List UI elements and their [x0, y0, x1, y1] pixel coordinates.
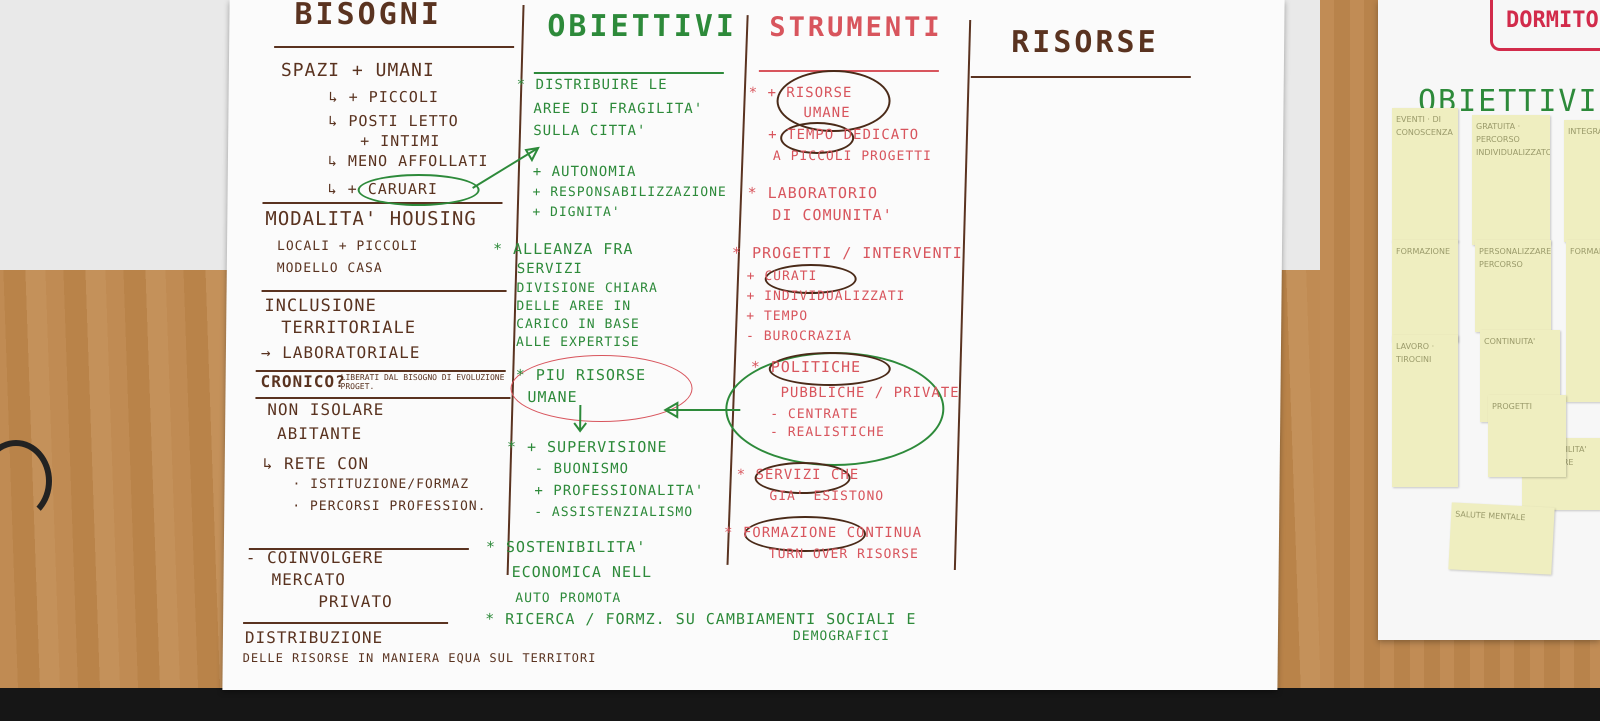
arrow-caruari-to-obiettivi: [472, 146, 540, 189]
strumenti-line: + INDIVIDUALIZZATI: [746, 289, 906, 304]
obiettivi-line: + RESPONSABILIZZAZIONE: [532, 185, 727, 200]
sticky-note: FORMARE: [1566, 240, 1600, 402]
obiettivi-line: DEMOGRAFICI: [792, 629, 891, 644]
arrow-politiche-to-risorse: [663, 401, 741, 419]
strumenti-line: * LABORATORIO: [747, 184, 879, 202]
cronico-note: LIBERATI DAL BISOGNO DI EVOLUZIONE PROGE…: [340, 373, 505, 391]
strumenti-line: - CENTRATE: [770, 407, 859, 422]
bisogni-line: ↳ RETE CON: [262, 454, 370, 473]
strumenti-line: PUBBLICHE / PRIVATE: [780, 385, 960, 401]
bisogni-line: · ISTITUZIONE/FORMAZ: [292, 477, 470, 492]
underline-obiettivi: [533, 72, 724, 74]
title-strumenti: STRUMENTI: [769, 12, 943, 43]
strumenti-line: + TEMPO DEDICATO: [768, 127, 920, 143]
divider-3: [953, 20, 972, 570]
obiettivi-line: + PROFESSIONALITA': [534, 483, 705, 499]
bisogni-line: TERRITORIALE: [281, 318, 417, 338]
sticky-note: INTEGRAZIONE: [1564, 120, 1600, 242]
strumenti-line: DI COMUNITA': [772, 206, 893, 224]
obiettivi-line: AUTO PROMOTA: [515, 591, 622, 606]
strumenti-line: UMANE: [803, 105, 851, 121]
sep-6: [243, 622, 449, 624]
strumenti-line: - BUROCRAZIA: [746, 329, 853, 344]
bisogni-line: - COINVOLGERE: [245, 548, 385, 567]
bisogni-line: LOCALI + PICCOLI: [276, 239, 419, 254]
main-poster: BISOGNI OBIETTIVI STRUMENTI RISORSE SPAZ…: [222, 0, 1285, 690]
strumenti-line: TURN OVER RISORSE: [768, 547, 919, 562]
arrow-risorse-down: [573, 405, 587, 433]
obiettivi-line: UMANE: [527, 388, 578, 406]
bisogni-line: → LABORATORIALE: [260, 343, 421, 362]
title-obiettivi: OBIETTIVI: [547, 9, 738, 44]
bisogni-line: ↳ POSTI LETTO: [328, 112, 459, 130]
obiettivi-line: - ASSISTENZIALISMO: [534, 505, 694, 520]
obiettivi-line: * PIU RISORSE: [515, 366, 647, 384]
strumenti-line: GIA' ESISTONO: [769, 489, 885, 504]
sticky-note: PROGETTI: [1488, 395, 1566, 477]
sticky-note: EVENTI · DI CONOSCENZA: [1392, 108, 1458, 242]
bisogni-line: ↳ + PICCOLI: [328, 88, 440, 106]
strumenti-line: A PICCOLI PROGETTI: [772, 149, 932, 164]
obiettivi-line: DIVISIONE CHIARA: [516, 281, 658, 296]
underline-bisogni: [274, 46, 515, 48]
bisogni-line: NON ISOLARE: [267, 400, 385, 419]
strumenti-line: - REALISTICHE: [770, 425, 885, 440]
bisogni-line: DISTRIBUZIONE: [244, 628, 384, 647]
bisogni-line: SPAZI + UMANI: [280, 60, 435, 81]
title-risorse: RISORSE: [1010, 25, 1159, 60]
obiettivi-line: * + SUPERVISIONE: [506, 438, 668, 456]
obiettivi-line: ECONOMICA nell: [511, 563, 653, 581]
title-bisogni: BISOGNI: [294, 0, 443, 32]
bisogni-line: DELLE RISORSE IN MANIERA EQUA SUL TERRIT…: [242, 651, 597, 665]
strumenti-line: * PROGETTI / INTERVENTI: [731, 244, 963, 262]
obiettivi-line: AREE DI FRAGILITA': [533, 101, 704, 117]
obiettivi-line: + AUTONOMIA: [532, 164, 637, 180]
obiettivi-line: - BUONISMO: [534, 461, 630, 477]
strumenti-line: * + RISORSE: [748, 85, 853, 101]
obiettivi-line: * SOSTENIBILITA': [485, 538, 647, 556]
bisogni-line: · PERCORSI PROFESSION.: [292, 499, 487, 514]
obiettivi-line: * DISTRIBUIRE LE: [516, 77, 668, 93]
obiettivi-line: * ALLEANZA FRA: [492, 240, 634, 258]
sticky-note: GRATUITA · PERCORSO INDIVIDUALIZZATO: [1472, 115, 1550, 245]
sticky-note: PERSONALIZZARE PERCORSO: [1475, 240, 1551, 332]
strumenti-line: * SERVIZI CHE: [736, 467, 860, 483]
bisogni-line: MODALITA' HOUSING: [265, 208, 477, 230]
strumenti-line: * FORMAZIONE CONTINUA: [723, 525, 923, 541]
oval-caruari: [357, 174, 480, 206]
sticky-note: FORMAZIONE: [1392, 240, 1458, 342]
sticky-note: SALUTE MENTALE: [1448, 502, 1555, 575]
sep-4: [255, 397, 511, 399]
strumenti-line: + CURATI: [746, 269, 818, 284]
obiettivi-line: ALLE EXPERTISE: [515, 335, 640, 350]
underline-risorse: [970, 76, 1191, 78]
sticky-note: LAVORO · TIROCINI: [1392, 335, 1458, 487]
obiettivi-line: SULLA CITTA': [533, 123, 647, 139]
bisogni-line: MODELLO CASA: [276, 261, 383, 276]
obiettivi-line: * RICERCA / FORMZ. SU CAMBIAMENTI SOCIAL…: [485, 610, 917, 628]
bisogni-line: PRIVATO: [318, 592, 393, 611]
obiettivi-line: CARICO IN BASE: [516, 317, 640, 332]
bisogni-line: ABITANTE: [276, 424, 363, 443]
bisogni-line: INCLUSIONE: [264, 296, 377, 316]
floor-shadow: [0, 688, 1600, 721]
bisogni-line: MERCATO: [271, 570, 347, 589]
dormitorio-header: DORMITO: [1506, 8, 1599, 33]
strumenti-line: * POLITICHE: [750, 358, 862, 376]
obiettivi-line: DELLE AREE IN: [516, 299, 632, 314]
dormitorio-header-box: [1490, 0, 1600, 51]
obiettivi-line: SERVIZI: [516, 261, 583, 277]
bisogni-line: CRONICO?: [260, 372, 346, 391]
obiettivi-line: + DIGNITA': [532, 205, 621, 220]
bisogni-line: + INTIMI: [360, 132, 441, 150]
strumenti-line: + TEMPO: [746, 309, 809, 324]
sep-2: [261, 290, 507, 292]
bisogni-line: ↳ MENO AFFOLLATI: [327, 152, 489, 170]
cable: [0, 440, 52, 522]
